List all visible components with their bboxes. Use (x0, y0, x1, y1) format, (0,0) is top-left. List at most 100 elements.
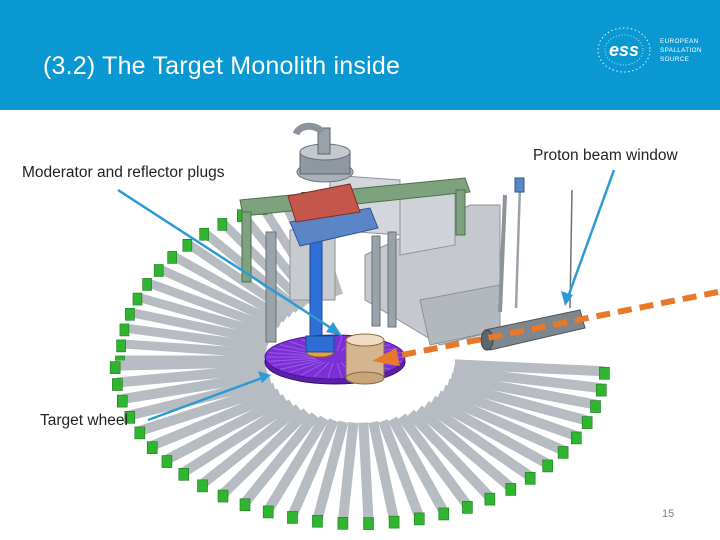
shielding-plug (156, 264, 283, 328)
ess-logo-icon: ess (597, 27, 651, 73)
shielding-plug (446, 378, 589, 426)
target-wheel-spoke (268, 357, 316, 362)
proton-beam-arrowhead (372, 348, 400, 366)
shielding-plug-tip (505, 483, 517, 496)
shielding-plug (128, 376, 272, 421)
shielding-plug-tip (262, 505, 274, 519)
shielding-plug-tip (595, 383, 607, 397)
target-wheel-spoke (272, 358, 317, 367)
shielding-plug-tip (116, 394, 128, 408)
shielding-plug-tip (112, 378, 123, 391)
shielding-plug-tip (125, 307, 135, 321)
shielding-plug-tip (197, 479, 208, 493)
shielding-plug (199, 404, 303, 488)
shielding-plug-tip (142, 278, 152, 291)
shielding-plug (388, 416, 449, 515)
moderator-plugs-label: Moderator and reflector plugs (22, 164, 225, 181)
shielding-plug-tip (178, 468, 190, 481)
header-bar: (3.2) The Target Monolith inside ess EUR… (0, 0, 720, 110)
shielding-plug-tip (438, 507, 450, 521)
shielding-plug-tip (217, 218, 228, 231)
target-wheel-spoke (336, 362, 343, 379)
logo-line: EUROPEAN (660, 38, 699, 45)
shielding-plug-tip (413, 512, 425, 526)
shielding-plug (115, 357, 266, 371)
moderator-callout-arrowhead (326, 322, 342, 336)
shielding-plug (312, 420, 349, 521)
shielding-plug (145, 278, 278, 334)
shielding-plug-tip (167, 251, 177, 264)
target-wheel-spoke (268, 352, 316, 357)
shielding-plug-tip (146, 441, 158, 454)
slide-title: (3.2) The Target Monolith inside (43, 52, 401, 80)
shielding-plug-tip (312, 514, 323, 528)
shielding-plug-tip (153, 264, 164, 277)
shielding-plug-tip (161, 455, 173, 468)
shielding-plug (423, 400, 534, 481)
shielding-plug (450, 372, 597, 410)
shielding-plug (287, 418, 339, 518)
shielding-plug-tip (599, 366, 610, 380)
shielding-plug (138, 382, 277, 436)
shielding-plug-tip (557, 446, 569, 459)
shielding-plug (263, 415, 329, 513)
shielding-plug (164, 394, 288, 464)
window-callout-arrowhead (561, 291, 573, 306)
target-wheel-spoke (327, 362, 334, 379)
shielding-plug (415, 405, 515, 492)
logo-line: SPALLATION (660, 46, 702, 54)
shielding-plug (116, 363, 267, 388)
shielding-plug (430, 395, 551, 469)
shielding-plug (123, 323, 268, 352)
target-wheel-spoke (289, 360, 322, 374)
shielding-plug-tip (542, 459, 553, 473)
window-callout-arrow (566, 169, 616, 298)
shielding-plug (150, 388, 282, 451)
shielding-plug-tip (388, 515, 400, 529)
shielding-plug (452, 365, 602, 394)
shielding-plug-tip (119, 323, 130, 337)
shielding-plug (128, 307, 270, 346)
shielding-plug (337, 422, 359, 522)
shielding-plug-tip (124, 411, 136, 424)
shielding-plug-tip (590, 400, 601, 413)
target-wheel-label: Target wheel (40, 412, 128, 429)
moderator-callout-arrow (117, 188, 335, 332)
shielding-plug-tip (287, 511, 298, 524)
shielding-plug-tip (239, 498, 251, 512)
page-number: 15 (662, 508, 675, 520)
shielding-plug-tip (109, 361, 121, 374)
shielding-plug (219, 408, 311, 498)
shielding-plug (181, 399, 295, 477)
wheel-callout-arrow (147, 376, 263, 422)
shielding-plug (378, 419, 424, 519)
proton-beam-window-label: Proton beam window (533, 147, 678, 164)
front-shielding-ring (109, 357, 610, 530)
target-wheel-spoke (300, 361, 326, 376)
shielding-plug-tip (217, 489, 229, 503)
shielding-plug-tip (182, 238, 193, 252)
shielding-plug (121, 370, 269, 405)
shielding-plug-tip (524, 472, 536, 485)
shielding-plug-tip (484, 492, 496, 506)
shielding-plug-tip (571, 431, 582, 445)
logo-mark: ess (609, 40, 639, 60)
shielding-plug-tip (363, 517, 374, 530)
wheel-drive-shaft (265, 122, 397, 349)
shielding-plug-tip (132, 292, 143, 306)
target-wheel-spoke (336, 335, 343, 352)
shielding-plug-tip (134, 426, 146, 440)
shielding-plug (120, 339, 266, 359)
target-wheel-spoke (279, 360, 319, 370)
shielding-plug (368, 421, 399, 522)
shielding-plug (442, 384, 578, 441)
shielding-plug-tip (462, 501, 473, 514)
shielding-plug (454, 359, 605, 377)
shielding-plug (241, 412, 320, 506)
proton-beam-path (391, 289, 719, 360)
ess-logo: ess EUROPEAN SPALLATION SOURCE (594, 22, 714, 78)
logo-org-name: EUROPEAN SPALLATION SOURCE (660, 38, 720, 64)
logo-line: SOURCE (660, 55, 690, 63)
shielding-plug-tip (199, 227, 209, 241)
shielding-plug-tip (581, 416, 593, 429)
